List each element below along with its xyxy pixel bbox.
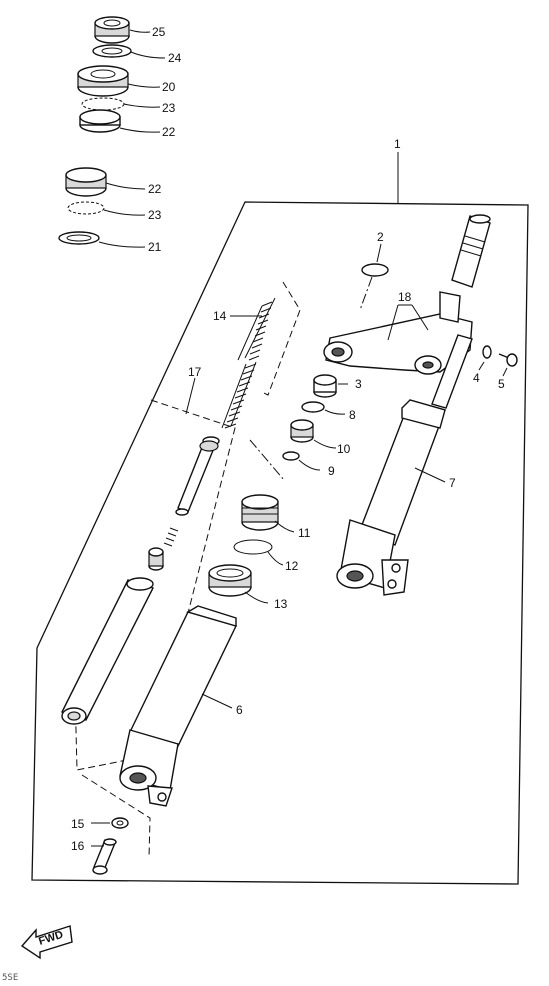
leader-2 — [376, 243, 382, 263]
label-13: 13 — [274, 597, 288, 611]
label-4: 4 — [473, 371, 480, 385]
label-23a: 23 — [162, 101, 176, 115]
leader-20 — [127, 83, 161, 88]
leader-23b — [103, 209, 146, 216]
inner-leg-boundary — [74, 399, 236, 771]
clip-8 — [301, 401, 325, 413]
label-12: 12 — [285, 559, 299, 573]
leader-6 — [201, 693, 233, 709]
label-1: 1 — [394, 137, 401, 151]
leader-11 — [274, 520, 295, 533]
label-8: 8 — [349, 408, 356, 422]
label-15: 15 — [71, 817, 85, 831]
label-9: 9 — [328, 464, 335, 478]
circlip-12 — [233, 539, 273, 555]
leader-12 — [267, 551, 284, 566]
bolt-16 — [92, 838, 117, 875]
leader-8 — [324, 409, 346, 415]
leader-23a — [123, 103, 161, 108]
assembly-boundary — [31, 201, 529, 885]
label-6: 6 — [236, 703, 243, 717]
leg-lower-boundary — [81, 774, 151, 859]
label-14: 14 — [213, 309, 227, 323]
oil-seal-3 — [313, 374, 337, 398]
leader-13 — [244, 591, 269, 604]
leader-9 — [298, 459, 321, 471]
damper-rod-17 — [175, 436, 220, 516]
label-11: 11 — [298, 526, 311, 540]
label-18: 18 — [398, 290, 412, 304]
leader-22a — [119, 127, 161, 133]
washer-24 — [92, 44, 132, 58]
label-2: 2 — [377, 230, 384, 244]
bolt-5 — [498, 353, 518, 367]
race-22-upper — [79, 109, 121, 133]
leader-22b — [105, 182, 146, 190]
race-20 — [77, 65, 129, 97]
washer-15 — [111, 817, 129, 829]
label-21: 21 — [148, 240, 162, 254]
fork-tube-upper — [451, 214, 491, 288]
spring-14 — [221, 297, 276, 429]
ring-9 — [282, 451, 300, 461]
ball-bearing-23-upper — [81, 97, 125, 111]
label-5: 5 — [498, 377, 505, 391]
leader-5 — [502, 367, 508, 377]
label-16: 16 — [71, 839, 85, 853]
label-25: 25 — [152, 25, 166, 39]
leader-24 — [130, 51, 166, 59]
outer-tube-7 — [336, 334, 473, 596]
label-22b: 22 — [148, 182, 162, 196]
cap-2 — [361, 263, 389, 277]
dust-seal-10 — [290, 419, 314, 443]
seal-21 — [58, 231, 100, 245]
ball-bearing-23-lower — [67, 201, 105, 215]
label-20: 20 — [162, 80, 176, 94]
race-22-lower — [65, 167, 107, 197]
label-24: 24 — [168, 51, 182, 65]
under-bracket-18 — [323, 291, 473, 375]
forward-arrow: FWD — [20, 925, 73, 960]
label-3: 3 — [355, 377, 362, 391]
ring-nut-25 — [94, 16, 130, 44]
corner-code: 5SE — [2, 973, 18, 983]
label-7: 7 — [449, 476, 456, 490]
leader-21 — [98, 241, 146, 248]
rebound-spring — [163, 527, 179, 547]
leader-4 — [478, 361, 485, 371]
leader-10 — [313, 439, 337, 449]
outer-tube-6 — [119, 605, 237, 807]
label-17: 17 — [188, 365, 202, 379]
inner-tube — [61, 577, 154, 725]
centerline-2 — [359, 276, 373, 311]
leader-18 — [387, 304, 429, 341]
label-22a: 22 — [162, 125, 176, 139]
leader-7 — [414, 467, 446, 483]
leader-17 — [185, 377, 196, 415]
label-23b: 23 — [148, 208, 162, 222]
oil-lock-piece — [148, 547, 164, 571]
leader-25 — [129, 29, 151, 33]
washer-4 — [482, 345, 492, 359]
spring-boundary — [261, 281, 301, 396]
oil-seal-13 — [208, 564, 252, 597]
label-10: 10 — [337, 442, 351, 456]
cap-boundary — [249, 439, 285, 481]
seal-11 — [241, 494, 279, 531]
